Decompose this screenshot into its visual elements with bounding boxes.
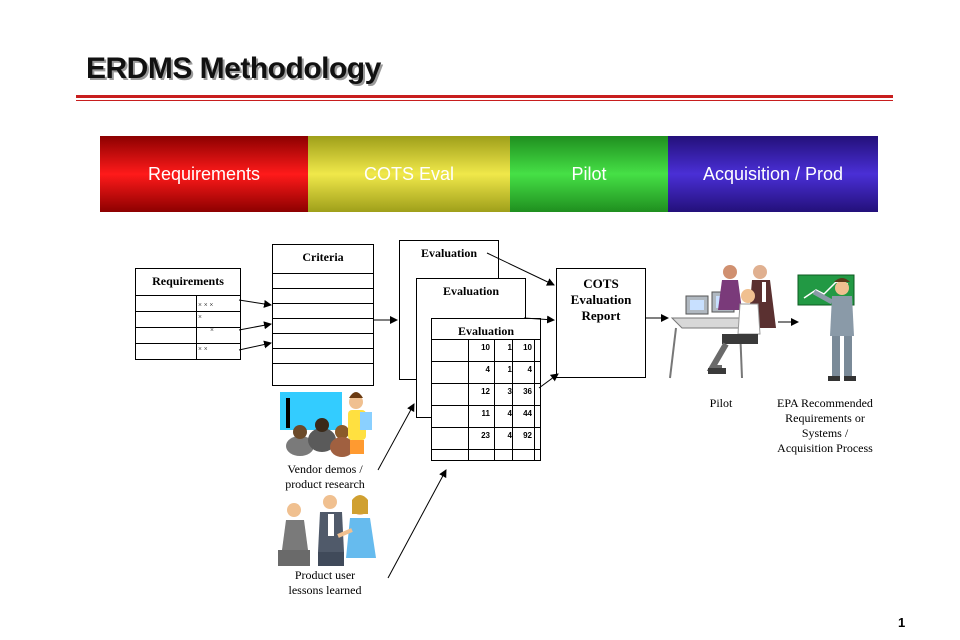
eval-table-cell: 10 bbox=[481, 343, 490, 352]
epa-label: EPA Recommended Requirements or Systems … bbox=[760, 396, 890, 456]
page-title: ERDMS Methodology bbox=[86, 52, 381, 85]
arrow-lessons-eval bbox=[387, 469, 447, 579]
eval-table-cell: 1 bbox=[507, 365, 512, 374]
eval-table-cell: 92 bbox=[523, 431, 532, 440]
epa-label-line2: Requirements or bbox=[785, 411, 865, 425]
requirements-box-title: Requirements bbox=[152, 274, 224, 288]
phase-cots-eval: COTS Eval bbox=[308, 136, 510, 212]
arrow-req-criteria-3 bbox=[238, 340, 272, 351]
pilot-label: Pilot bbox=[709, 396, 733, 410]
eval-table-cell: 36 bbox=[523, 387, 532, 396]
epa-label-line1: EPA Recommended bbox=[777, 396, 873, 410]
eval-table-cell: 4 bbox=[507, 431, 512, 440]
cots-report-line3: Report bbox=[581, 308, 621, 323]
eval-table-cell: 1 bbox=[507, 343, 512, 352]
cots-report-line1: COTS bbox=[583, 276, 619, 291]
lessons-learned-label: Product user lessons learned bbox=[266, 568, 384, 598]
eval-table-cell: 4 bbox=[507, 409, 512, 418]
arrow-req-criteria-1 bbox=[238, 299, 272, 308]
phase-pilot: Pilot bbox=[510, 136, 668, 212]
eval-table-cell: 4 bbox=[527, 365, 532, 374]
arrow-eval-report-mid bbox=[523, 315, 555, 324]
eval-table-cell: 44 bbox=[523, 409, 532, 418]
pilot-illustration bbox=[669, 265, 776, 379]
lessons-label-line1: Product user bbox=[294, 568, 356, 582]
vendor-demos-label: Vendor demos / product research bbox=[266, 462, 384, 492]
eval-table-cell: 4 bbox=[485, 365, 490, 374]
arrow-vendor-eval bbox=[377, 403, 415, 471]
phase-requirements: Requirements bbox=[100, 136, 308, 212]
title-rule-thin bbox=[76, 100, 893, 101]
page-number: 1 bbox=[898, 615, 906, 630]
evaluation-front-title: Evaluation bbox=[457, 324, 514, 338]
epa-label-line3: Systems / bbox=[801, 426, 849, 440]
eval-table-cell: 12 bbox=[481, 387, 490, 396]
vendor-label-line2: product research bbox=[285, 477, 365, 491]
eval-table-cell: 23 bbox=[481, 431, 490, 440]
eval-table-cell: 11 bbox=[481, 409, 490, 418]
eval-table-cell: 3 bbox=[507, 387, 512, 396]
arrow-eval-report-low bbox=[538, 373, 559, 389]
evaluation-back-title: Evaluation bbox=[420, 246, 477, 260]
criteria-box-title: Criteria bbox=[302, 250, 344, 264]
requirements-box: Requirements × × × × × × × bbox=[135, 268, 241, 360]
lessons-label-line2: lessons learned bbox=[288, 583, 362, 597]
evaluation-middle-title: Evaluation bbox=[442, 284, 499, 298]
arrow-req-criteria-2 bbox=[238, 321, 272, 331]
lessons-learned-illustration bbox=[278, 495, 376, 566]
criteria-box: Criteria bbox=[272, 244, 374, 386]
arrow-eval-report-top bbox=[486, 252, 555, 286]
epa-label-line4: Acquisition Process bbox=[777, 441, 873, 455]
eval-table-cell: 10 bbox=[523, 343, 532, 352]
cots-report-line2: Evaluation bbox=[570, 292, 632, 307]
phase-acquisition: Acquisition / Prod bbox=[668, 136, 878, 212]
vendor-demo-illustration bbox=[280, 392, 372, 457]
title-rule bbox=[76, 95, 893, 98]
epa-presenter-illustration bbox=[797, 274, 856, 381]
vendor-label-line1: Vendor demos / bbox=[287, 462, 363, 476]
cots-report-box: COTS Evaluation Report bbox=[556, 268, 646, 378]
